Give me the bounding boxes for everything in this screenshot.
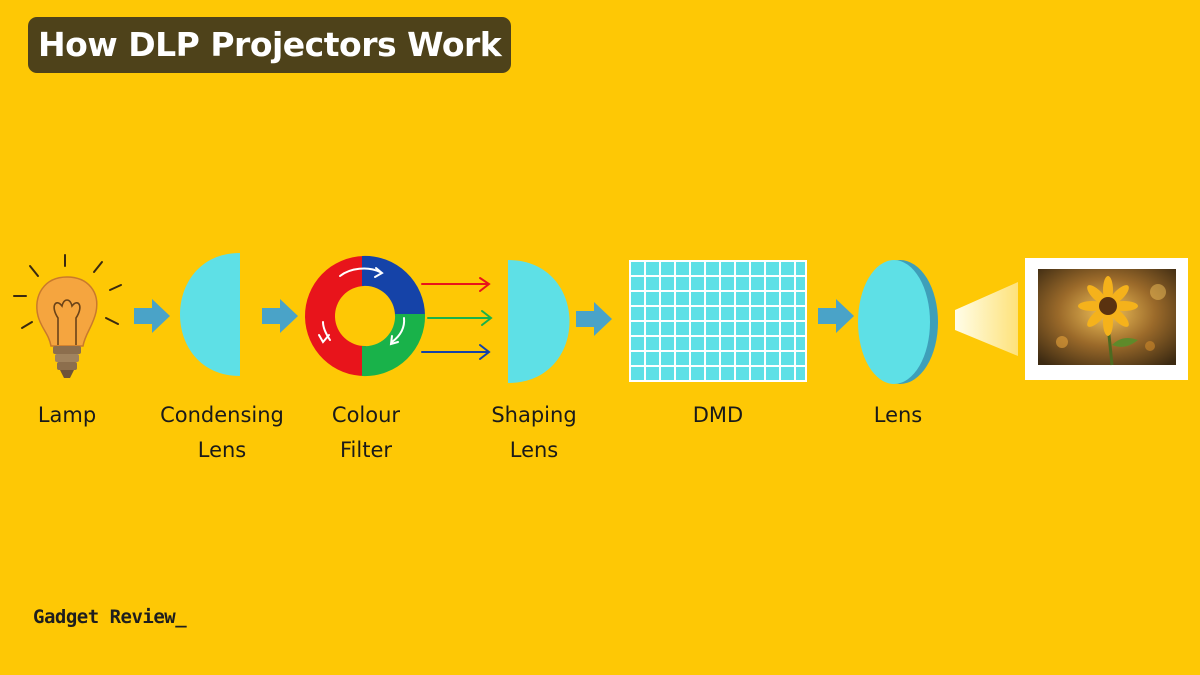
blue-light-arrow xyxy=(421,344,491,360)
label-colour-filter: Colour Filter xyxy=(276,398,456,468)
dmd-grid-icon xyxy=(629,260,807,382)
label-lens-line-1: Lens xyxy=(873,403,923,427)
label-lamp: Lamp xyxy=(0,398,157,433)
colour-wheel-icon xyxy=(304,255,426,377)
page-title: How DLP Projectors Work xyxy=(28,17,512,73)
brand-logo: Gadget Review_ xyxy=(33,606,187,628)
label-lamp-line-1: Lamp xyxy=(37,403,97,427)
label-shaping-lens-line-2: Lens xyxy=(509,438,559,462)
condensing-lens-icon xyxy=(180,253,240,376)
label-colour-filter-line-1: Colour xyxy=(331,403,401,427)
light-bulb-icon xyxy=(13,254,122,378)
sunflower-photo-icon xyxy=(1025,258,1188,380)
label-dmd-line-1: DMD xyxy=(692,403,744,427)
label-shaping-lens: Shaping Lens xyxy=(444,398,624,468)
label-condensing-lens-line-1: Condensing xyxy=(160,403,284,427)
label-condensing-lens: Condensing Lens xyxy=(132,398,312,468)
label-colour-filter-line-2: Filter xyxy=(339,438,392,462)
light-beam xyxy=(955,282,1018,356)
red-light-arrow xyxy=(421,277,491,292)
arrow-icon xyxy=(818,299,854,333)
label-condensing-lens-line-2: Lens xyxy=(197,438,247,462)
arrow-icon xyxy=(576,302,612,336)
label-shaping-lens-line-1: Shaping xyxy=(491,403,577,427)
arrow-icon xyxy=(262,299,298,333)
arrow-icon xyxy=(134,299,170,333)
label-lens: Lens xyxy=(808,398,988,433)
green-light-arrow xyxy=(427,310,493,326)
projection-lens-icon xyxy=(858,260,938,384)
label-dmd: DMD xyxy=(628,398,808,433)
shaping-lens-icon xyxy=(508,260,570,383)
